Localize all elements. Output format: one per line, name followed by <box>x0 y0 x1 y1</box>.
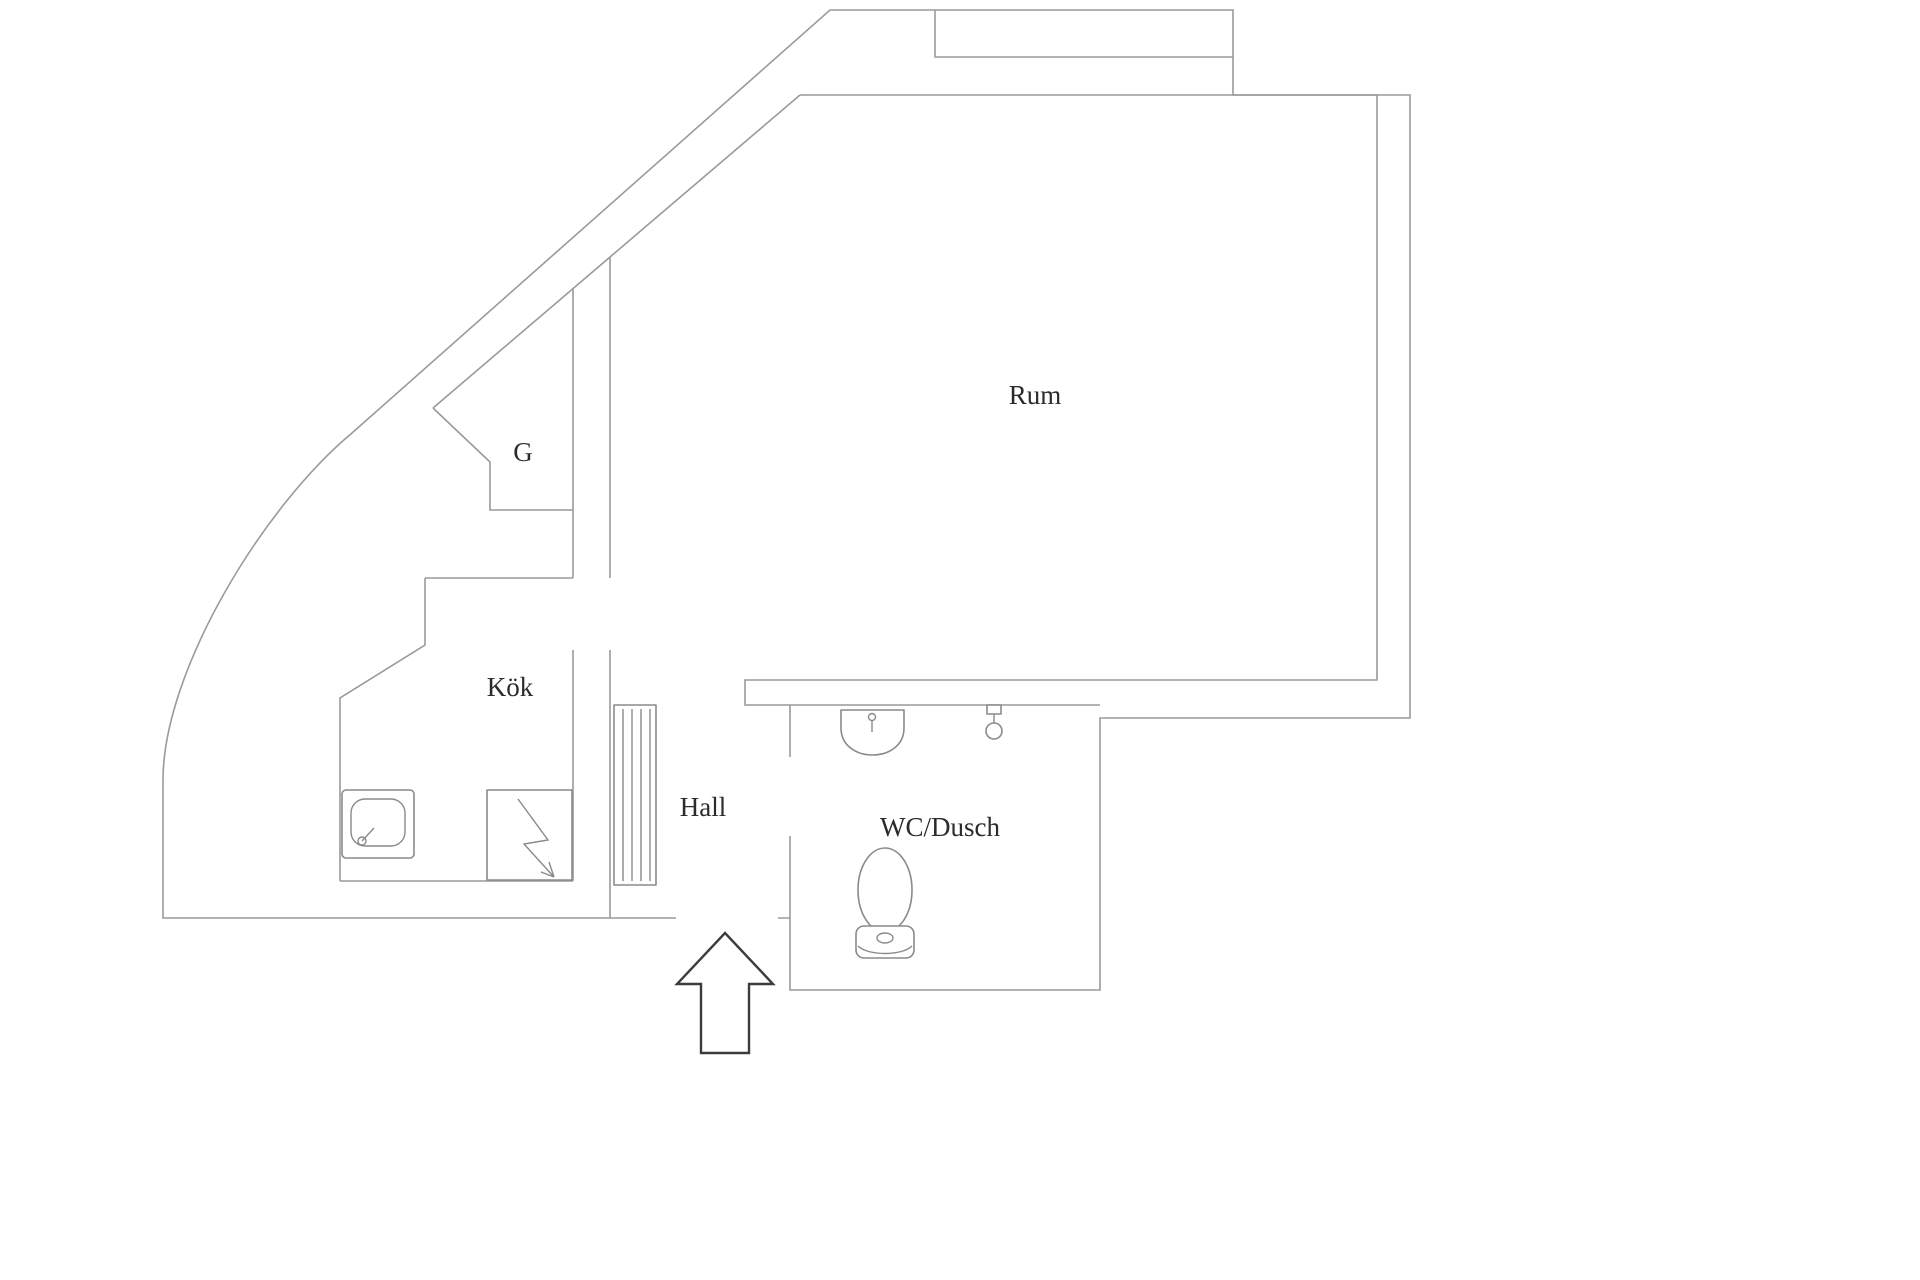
toilet-tank <box>855 925 915 959</box>
stove-lightning-bolt <box>517 798 555 878</box>
outer-wall-left-curved <box>162 432 676 919</box>
window-niche <box>934 10 1233 58</box>
kitchen-sink-icon <box>341 789 415 859</box>
toilet-icon <box>855 847 915 959</box>
inner-diagonal-wall <box>432 94 801 409</box>
radiator-icon <box>613 704 657 886</box>
g-closet-wall <box>432 289 574 578</box>
kitchen-sink-faucet-arm <box>361 827 375 842</box>
shower-mixer-icon <box>985 704 1003 740</box>
radiator-fins <box>622 709 651 881</box>
kitchen-sink-basin <box>350 798 406 847</box>
room-label-wc: WC/Dusch <box>880 812 1000 842</box>
washbasin-icon <box>840 709 905 756</box>
shower-head <box>985 722 1003 740</box>
room-label-hall: Hall <box>680 792 727 822</box>
kitchen-sink-faucet <box>357 836 367 846</box>
kitchen-left-wall <box>339 578 426 881</box>
room-label-kok: Kök <box>487 672 534 702</box>
room-label-rum: Rum <box>1009 380 1062 410</box>
rum-inner-wall <box>744 94 1378 706</box>
outer-wall-main <box>351 9 1411 991</box>
entrance-arrow-icon <box>674 931 776 1055</box>
washbasin-bowl <box>840 709 905 756</box>
kitchen-sink-outline <box>341 789 415 859</box>
toilet-tank-curve <box>857 945 913 955</box>
stove-outline <box>486 789 573 881</box>
shower-bracket <box>986 704 1002 715</box>
toilet-bowl <box>857 847 913 933</box>
radiator-outline <box>613 704 657 886</box>
room-label-g: G <box>513 437 533 467</box>
stove-lightning-icon <box>486 789 573 881</box>
toilet-flush-button <box>876 932 894 944</box>
